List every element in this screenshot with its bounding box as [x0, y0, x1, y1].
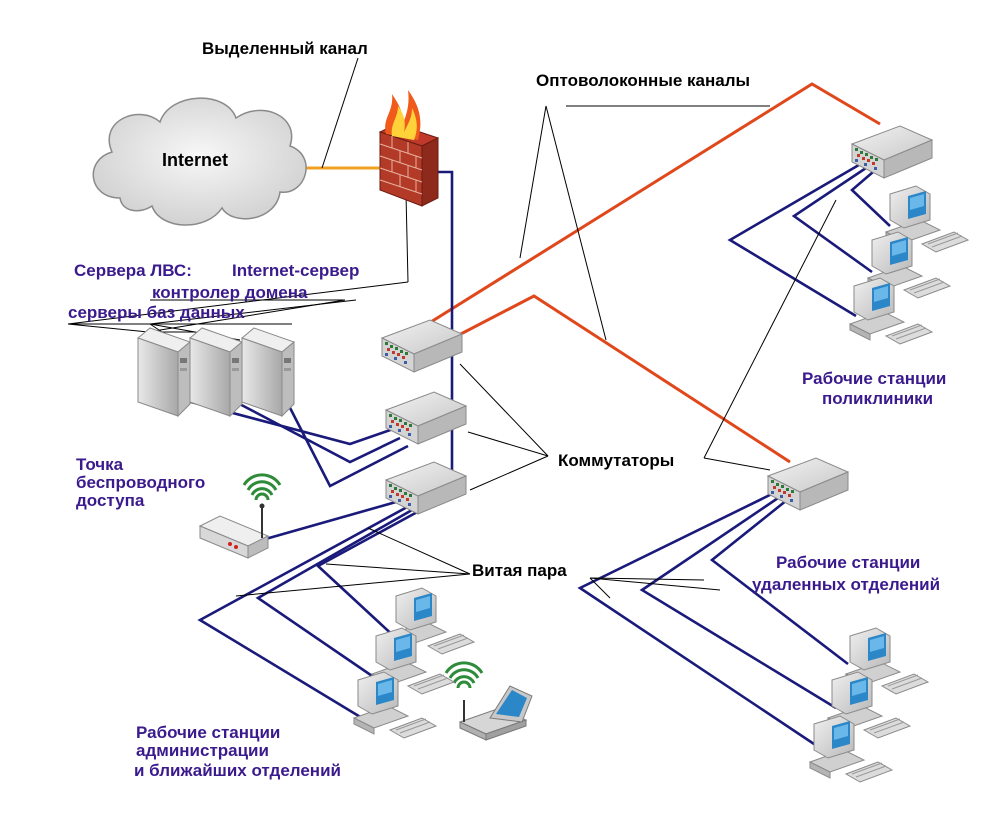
db-servers-label: серверы баз данных: [68, 303, 245, 322]
wireless-label-line3: доступа: [76, 491, 145, 510]
fiber-channels-label: Оптоволоконные каналы: [536, 71, 750, 90]
laptop-wifi-signal-icon: [444, 661, 484, 690]
switch-3-icon: [385, 461, 467, 515]
server-3-icon: [241, 327, 295, 417]
domain-controller-label: контролер домена: [152, 283, 308, 302]
wireless-access-point-icon: [198, 503, 270, 559]
server-1-icon: [137, 327, 191, 417]
switch-remote-icon: [767, 457, 849, 511]
leader-lines: [67, 57, 837, 599]
internet-label: Internet: [162, 150, 228, 170]
internet-server-label: Internet-сервер: [232, 261, 359, 280]
dedicated-channel-label: Выделенный канал: [202, 39, 368, 58]
twisted-pair-label: Витая пара: [472, 561, 567, 580]
wifi-signal-icon: [242, 473, 282, 502]
firewall-icon: [378, 90, 440, 207]
switches-label: Коммутаторы: [558, 451, 674, 470]
clinic-label-line2: поликлиники: [822, 389, 933, 408]
clinic-label-line1: Рабочие станции: [802, 369, 946, 388]
twisted-pair-lines: [175, 160, 891, 754]
fiber-lines: [417, 82, 881, 464]
admin-label-line3: и ближайших отделений: [134, 761, 341, 780]
lan-servers-label: Сервера ЛВС:: [74, 261, 192, 280]
server-2-icon: [189, 327, 243, 417]
laptop-icon: [458, 685, 533, 741]
wireless-label-line2: беспроводного: [76, 473, 205, 492]
switch-2-icon: [385, 391, 467, 445]
switch-1-icon: [381, 319, 463, 373]
admin-label-line2: администрации: [136, 741, 269, 760]
admin-label-line1: Рабочие станции: [136, 723, 280, 742]
remote-label-line2: удаленных отделений: [752, 575, 940, 594]
internet-cloud-icon: [92, 97, 307, 226]
remote-label-line1: Рабочие станции: [776, 553, 920, 572]
wireless-label-line1: Точка: [76, 455, 124, 474]
